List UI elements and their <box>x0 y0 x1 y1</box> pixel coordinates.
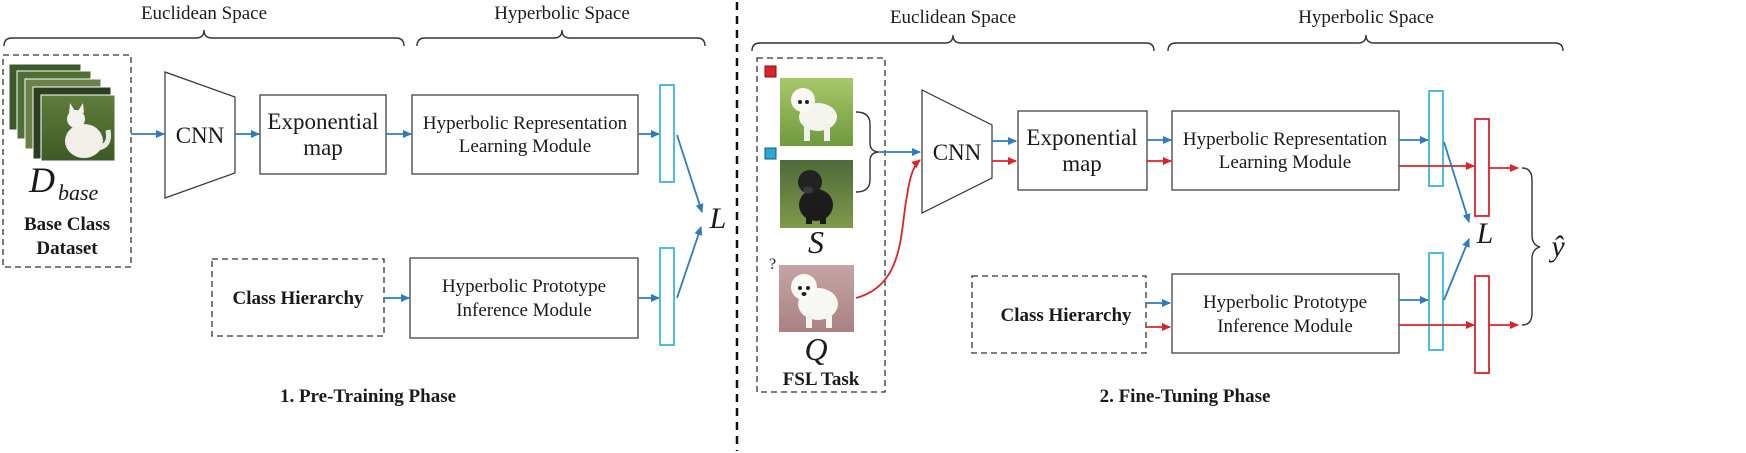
arrow-prototype-to-loss <box>1443 238 1470 301</box>
fsl-task-caption: FSL Task <box>783 369 860 390</box>
finetune-cnn-block <box>921 89 993 214</box>
finetune-prototype-vector <box>1428 252 1444 351</box>
dataset-symbol: D <box>28 160 55 200</box>
finetune-expmap-box <box>1017 110 1148 191</box>
finetune-class-hierarchy-label: Class Hierarchy <box>1000 305 1132 326</box>
query-image-white-dog <box>779 265 854 332</box>
output-brace <box>1521 167 1541 326</box>
finetune-phase: Euclidean Space Hyperbolic Space S ? <box>751 7 1565 407</box>
pretrain-cnn-block <box>164 71 236 199</box>
pretrain-hpi-box <box>409 257 639 339</box>
pretrain-hyperbolic-label: Hyperbolic Space <box>494 3 630 24</box>
arrow-feature-to-loss <box>676 134 704 213</box>
finetune-hpi-line2: Inference Module <box>1217 316 1353 337</box>
pretrain-hyperbolic-brace <box>416 29 706 47</box>
dataset-caption-line2: Dataset <box>36 238 98 259</box>
pretrain-prototype-vector <box>659 247 675 346</box>
pretrain-feature-vector <box>659 84 675 183</box>
cat-photo <box>65 103 111 158</box>
dataset-caption-line1: Base Class <box>24 214 110 235</box>
finetune-phase-label: 2. Fine-Tuning Phase <box>1100 386 1271 407</box>
pretrain-hrl-box <box>411 94 639 175</box>
finetune-euclidean-label: Euclidean Space <box>890 7 1016 28</box>
finetune-support-feature-vector <box>1428 90 1444 187</box>
finetune-expmap-line1: Exponential <box>1026 125 1137 150</box>
pretrain-hrl-line1: Hyperbolic Representation <box>423 113 628 134</box>
arrow-prototype-to-loss <box>676 226 703 299</box>
finetune-euclidean-brace <box>751 34 1155 52</box>
output-symbol: ŷ <box>1548 230 1565 263</box>
finetune-hrl-box <box>1171 110 1400 191</box>
pretrain-hpi-line1: Hyperbolic Prototype <box>442 276 606 297</box>
arrow-support-feature-to-loss <box>1443 141 1471 223</box>
finetune-cnn-label: CNN <box>933 140 982 165</box>
finetune-query-prototype-vector <box>1474 275 1490 374</box>
dataset-subscript: base <box>58 180 99 205</box>
pretrain-phase-label: 1. Pre-Training Phase <box>280 386 456 407</box>
pretrain-cnn-label: CNN <box>176 123 225 148</box>
pretrain-class-hierarchy-label: Class Hierarchy <box>232 288 364 309</box>
pretrain-loss-symbol: L <box>709 202 727 235</box>
query-mark: ? <box>769 256 776 273</box>
finetune-class-hierarchy-box <box>971 275 1147 354</box>
finetune-hrl-line2: Learning Module <box>1219 152 1351 173</box>
pretrain-phase: Euclidean Space Hyperbolic Space D base … <box>2 3 727 407</box>
support-image-white-dog <box>780 78 853 146</box>
finetune-hrl-line1: Hyperbolic Representation <box>1183 129 1388 150</box>
pretrain-expmap-box <box>259 94 387 175</box>
pretrain-expmap-line1: Exponential <box>267 109 378 134</box>
pretrain-hpi-line2: Inference Module <box>456 300 592 321</box>
pretrain-euclidean-brace <box>3 29 405 47</box>
finetune-hpi-line1: Hyperbolic Prototype <box>1203 292 1367 313</box>
support-class-marker-red <box>764 65 777 78</box>
support-image-black-dog <box>780 160 853 228</box>
pretrain-expmap-line2: map <box>303 135 343 160</box>
arrow-query-to-cnn <box>855 159 921 299</box>
finetune-loss-symbol: L <box>1476 217 1494 250</box>
finetune-hyperbolic-brace <box>1167 34 1564 52</box>
pretrain-euclidean-label: Euclidean Space <box>141 3 267 24</box>
pretrain-hrl-line2: Learning Module <box>459 136 591 157</box>
support-symbol: S <box>808 224 824 260</box>
query-symbol: Q <box>804 331 827 367</box>
finetune-expmap-line2: map <box>1062 151 1102 176</box>
finetune-hyperbolic-label: Hyperbolic Space <box>1298 7 1434 28</box>
base-dataset-image-stack <box>8 63 116 162</box>
support-class-marker-blue <box>764 147 777 160</box>
pretrain-class-hierarchy-box <box>211 258 385 337</box>
finetune-hpi-box <box>1171 273 1400 354</box>
finetune-query-feature-vector <box>1474 118 1490 217</box>
